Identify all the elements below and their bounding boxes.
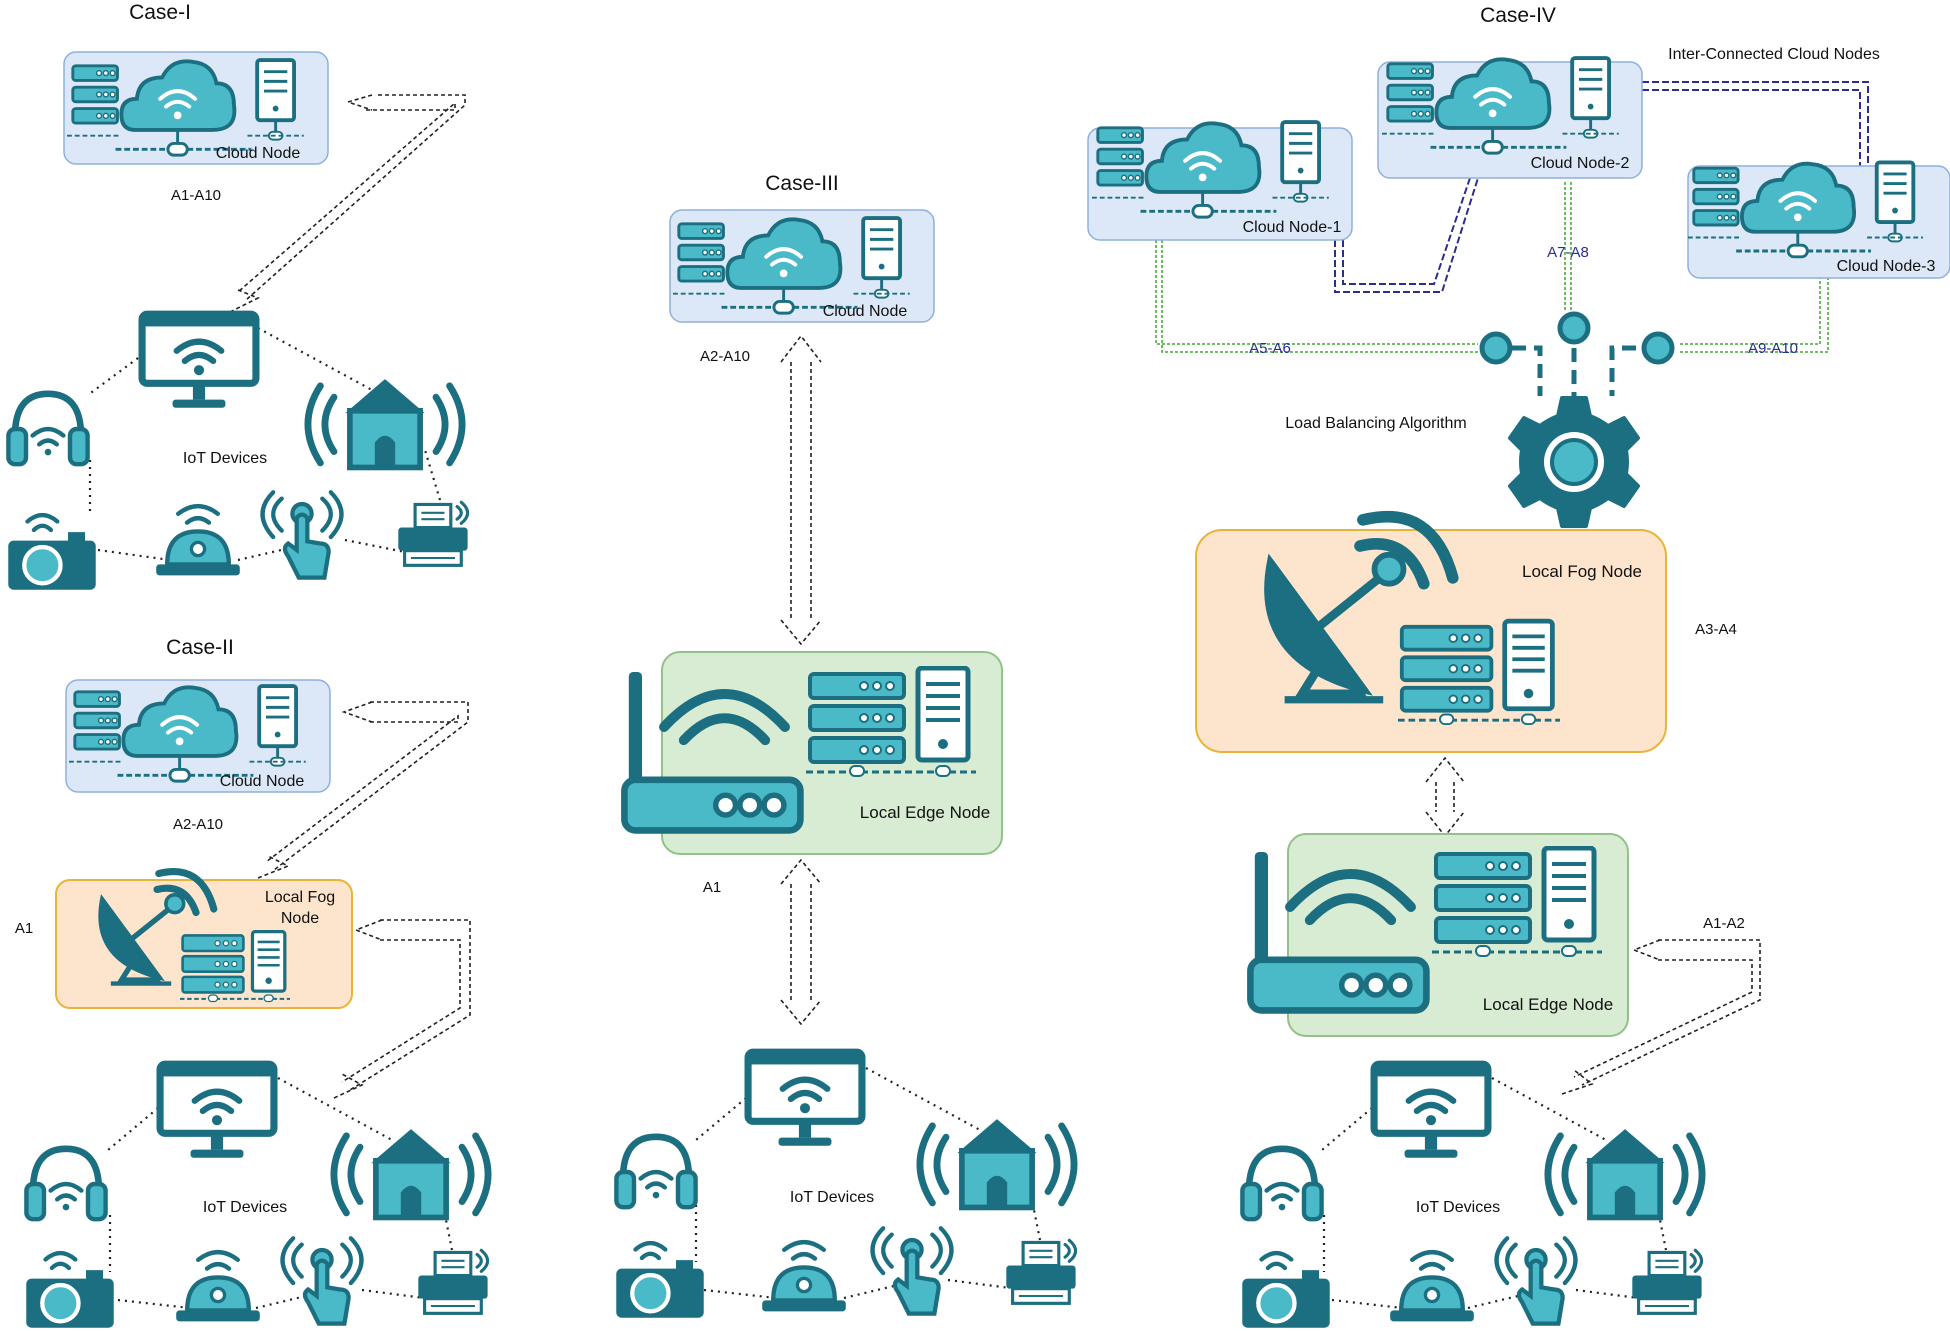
- case-i-cloud-label: Cloud Node: [216, 145, 301, 162]
- case-ii-iot-label: IoT Devices: [203, 1199, 287, 1216]
- camera-icon: [616, 1243, 703, 1318]
- smart-sensor-icon: [156, 506, 240, 575]
- server-rack-icon: [180, 930, 290, 1004]
- case-iv-fog-label: Local Fog Node: [1522, 562, 1642, 581]
- case-i-iot-cluster: IoT Devices: [8, 314, 470, 590]
- touch-icon: [873, 1228, 952, 1313]
- case-iii-edge-iot-arrow: [780, 858, 822, 1026]
- monitor-icon: [748, 1052, 862, 1146]
- smart-sensor-icon: [176, 1252, 260, 1321]
- case-iv-title: Case-IV: [1480, 4, 1556, 27]
- case-ii-fog-arrow: [333, 919, 471, 1099]
- headphones-icon: [8, 394, 87, 464]
- case-iii-iot-cluster: IoT Devices: [616, 1052, 1075, 1318]
- link-a9-a10: A9-A10: [1748, 340, 1798, 357]
- load-balancing-label: Load Balancing Algorithm: [1285, 415, 1466, 432]
- touch-icon: [283, 1238, 362, 1323]
- case-ii-fog-apps: A1: [15, 920, 33, 937]
- printer-icon: [1004, 1238, 1078, 1305]
- case-iv-fog-edge-arrow: [1425, 756, 1465, 838]
- case-iv-edge-iot-arrow: [1561, 939, 1761, 1095]
- case-ii-cloud-arrow: [257, 701, 469, 879]
- server-rack-icon: [1432, 848, 1602, 956]
- cloud-lb-links: [1155, 182, 1829, 353]
- smart-home-icon: [308, 379, 462, 467]
- case-iii-edge-label: Local Edge Node: [860, 803, 990, 822]
- smart-sensor-icon: [762, 1242, 846, 1311]
- cloud-node-2-label: Cloud Node-2: [1531, 155, 1630, 172]
- case-ii-fog-label-2: Node: [281, 910, 319, 927]
- case-iii-cloud-label: Cloud Node: [823, 303, 908, 320]
- case-iii-cloud-edge-arrow: [780, 334, 822, 646]
- connector-node-icon: [1560, 314, 1588, 342]
- case-i-iot-label: IoT Devices: [183, 450, 267, 467]
- case-ii-group: Case-II Cloud Node A2-A10 Local Fog Node…: [15, 636, 488, 1328]
- camera-icon: [8, 515, 95, 590]
- case-ii-title: Case-II: [166, 636, 234, 659]
- smart-sensor-icon: [1390, 1252, 1474, 1321]
- case-i-group: Case-I Cloud Node A1-A10 IoT De: [8, 1, 470, 590]
- case-iv-iot-cluster: IoT Devices: [1242, 1064, 1702, 1328]
- case-ii-cloud-apps: A2-A10: [173, 816, 223, 833]
- monitor-icon: [1374, 1064, 1488, 1158]
- smart-home-icon: [920, 1119, 1074, 1207]
- case-ii-fog-label-1: Local Fog: [265, 889, 335, 906]
- case-iv-edge-label: Local Edge Node: [1483, 995, 1613, 1014]
- monitor-icon: [160, 1064, 274, 1158]
- connector-node-icon: [1482, 334, 1510, 362]
- headphones-icon: [1242, 1149, 1321, 1219]
- printer-icon: [396, 500, 470, 567]
- server-rack-icon: [1398, 621, 1560, 724]
- case-iv-fog-apps: A3-A4: [1695, 621, 1737, 638]
- case-ii-cloud-label: Cloud Node: [220, 773, 305, 790]
- headphones-icon: [616, 1137, 695, 1207]
- case-iv-group: Case-IV Inter-Connected Cloud Nodes Clou…: [1087, 4, 1950, 1328]
- cloud-node-3-label: Cloud Node-3: [1837, 258, 1936, 275]
- touch-icon: [1497, 1238, 1576, 1323]
- case-iv-iot-label: IoT Devices: [1416, 1199, 1500, 1216]
- inter-cloud-links: [1334, 81, 1869, 293]
- case-iii-iot-label: IoT Devices: [790, 1189, 874, 1206]
- case-iii-cloud-apps: A2-A10: [700, 348, 750, 365]
- touch-icon: [263, 492, 342, 577]
- smart-home-icon: [334, 1129, 488, 1217]
- gear-icon: [1508, 396, 1640, 528]
- case-ii-iot-cluster: IoT Devices: [26, 1064, 488, 1328]
- printer-icon: [1630, 1248, 1704, 1315]
- cloud-node-1-label: Cloud Node-1: [1243, 219, 1342, 236]
- monitor-icon: [142, 314, 256, 408]
- case-iv-edge-apps: A1-A2: [1703, 915, 1745, 932]
- smart-home-icon: [1548, 1129, 1702, 1217]
- camera-icon: [1242, 1253, 1329, 1328]
- interconnect-label: Inter-Connected Cloud Nodes: [1668, 46, 1880, 63]
- camera-icon: [26, 1253, 113, 1328]
- load-balancer: Load Balancing Algorithm: [1285, 314, 1672, 528]
- case-iii-title: Case-III: [765, 172, 839, 195]
- server-rack-icon: [806, 668, 976, 776]
- connector-node-icon: [1644, 334, 1672, 362]
- case-iii-edge-apps: A1: [703, 879, 721, 896]
- case-i-title: Case-I: [129, 1, 191, 24]
- headphones-icon: [26, 1149, 105, 1219]
- link-a7-a8: A7-A8: [1547, 244, 1589, 261]
- printer-icon: [416, 1248, 490, 1315]
- case-iii-group: Case-III Cloud Node A2-A10 Local Edge No…: [616, 172, 1075, 1318]
- link-a5-a6: A5-A6: [1249, 340, 1291, 357]
- case-i-uplink-arrow: [229, 94, 466, 313]
- case-i-cloud-apps: A1-A10: [171, 187, 221, 204]
